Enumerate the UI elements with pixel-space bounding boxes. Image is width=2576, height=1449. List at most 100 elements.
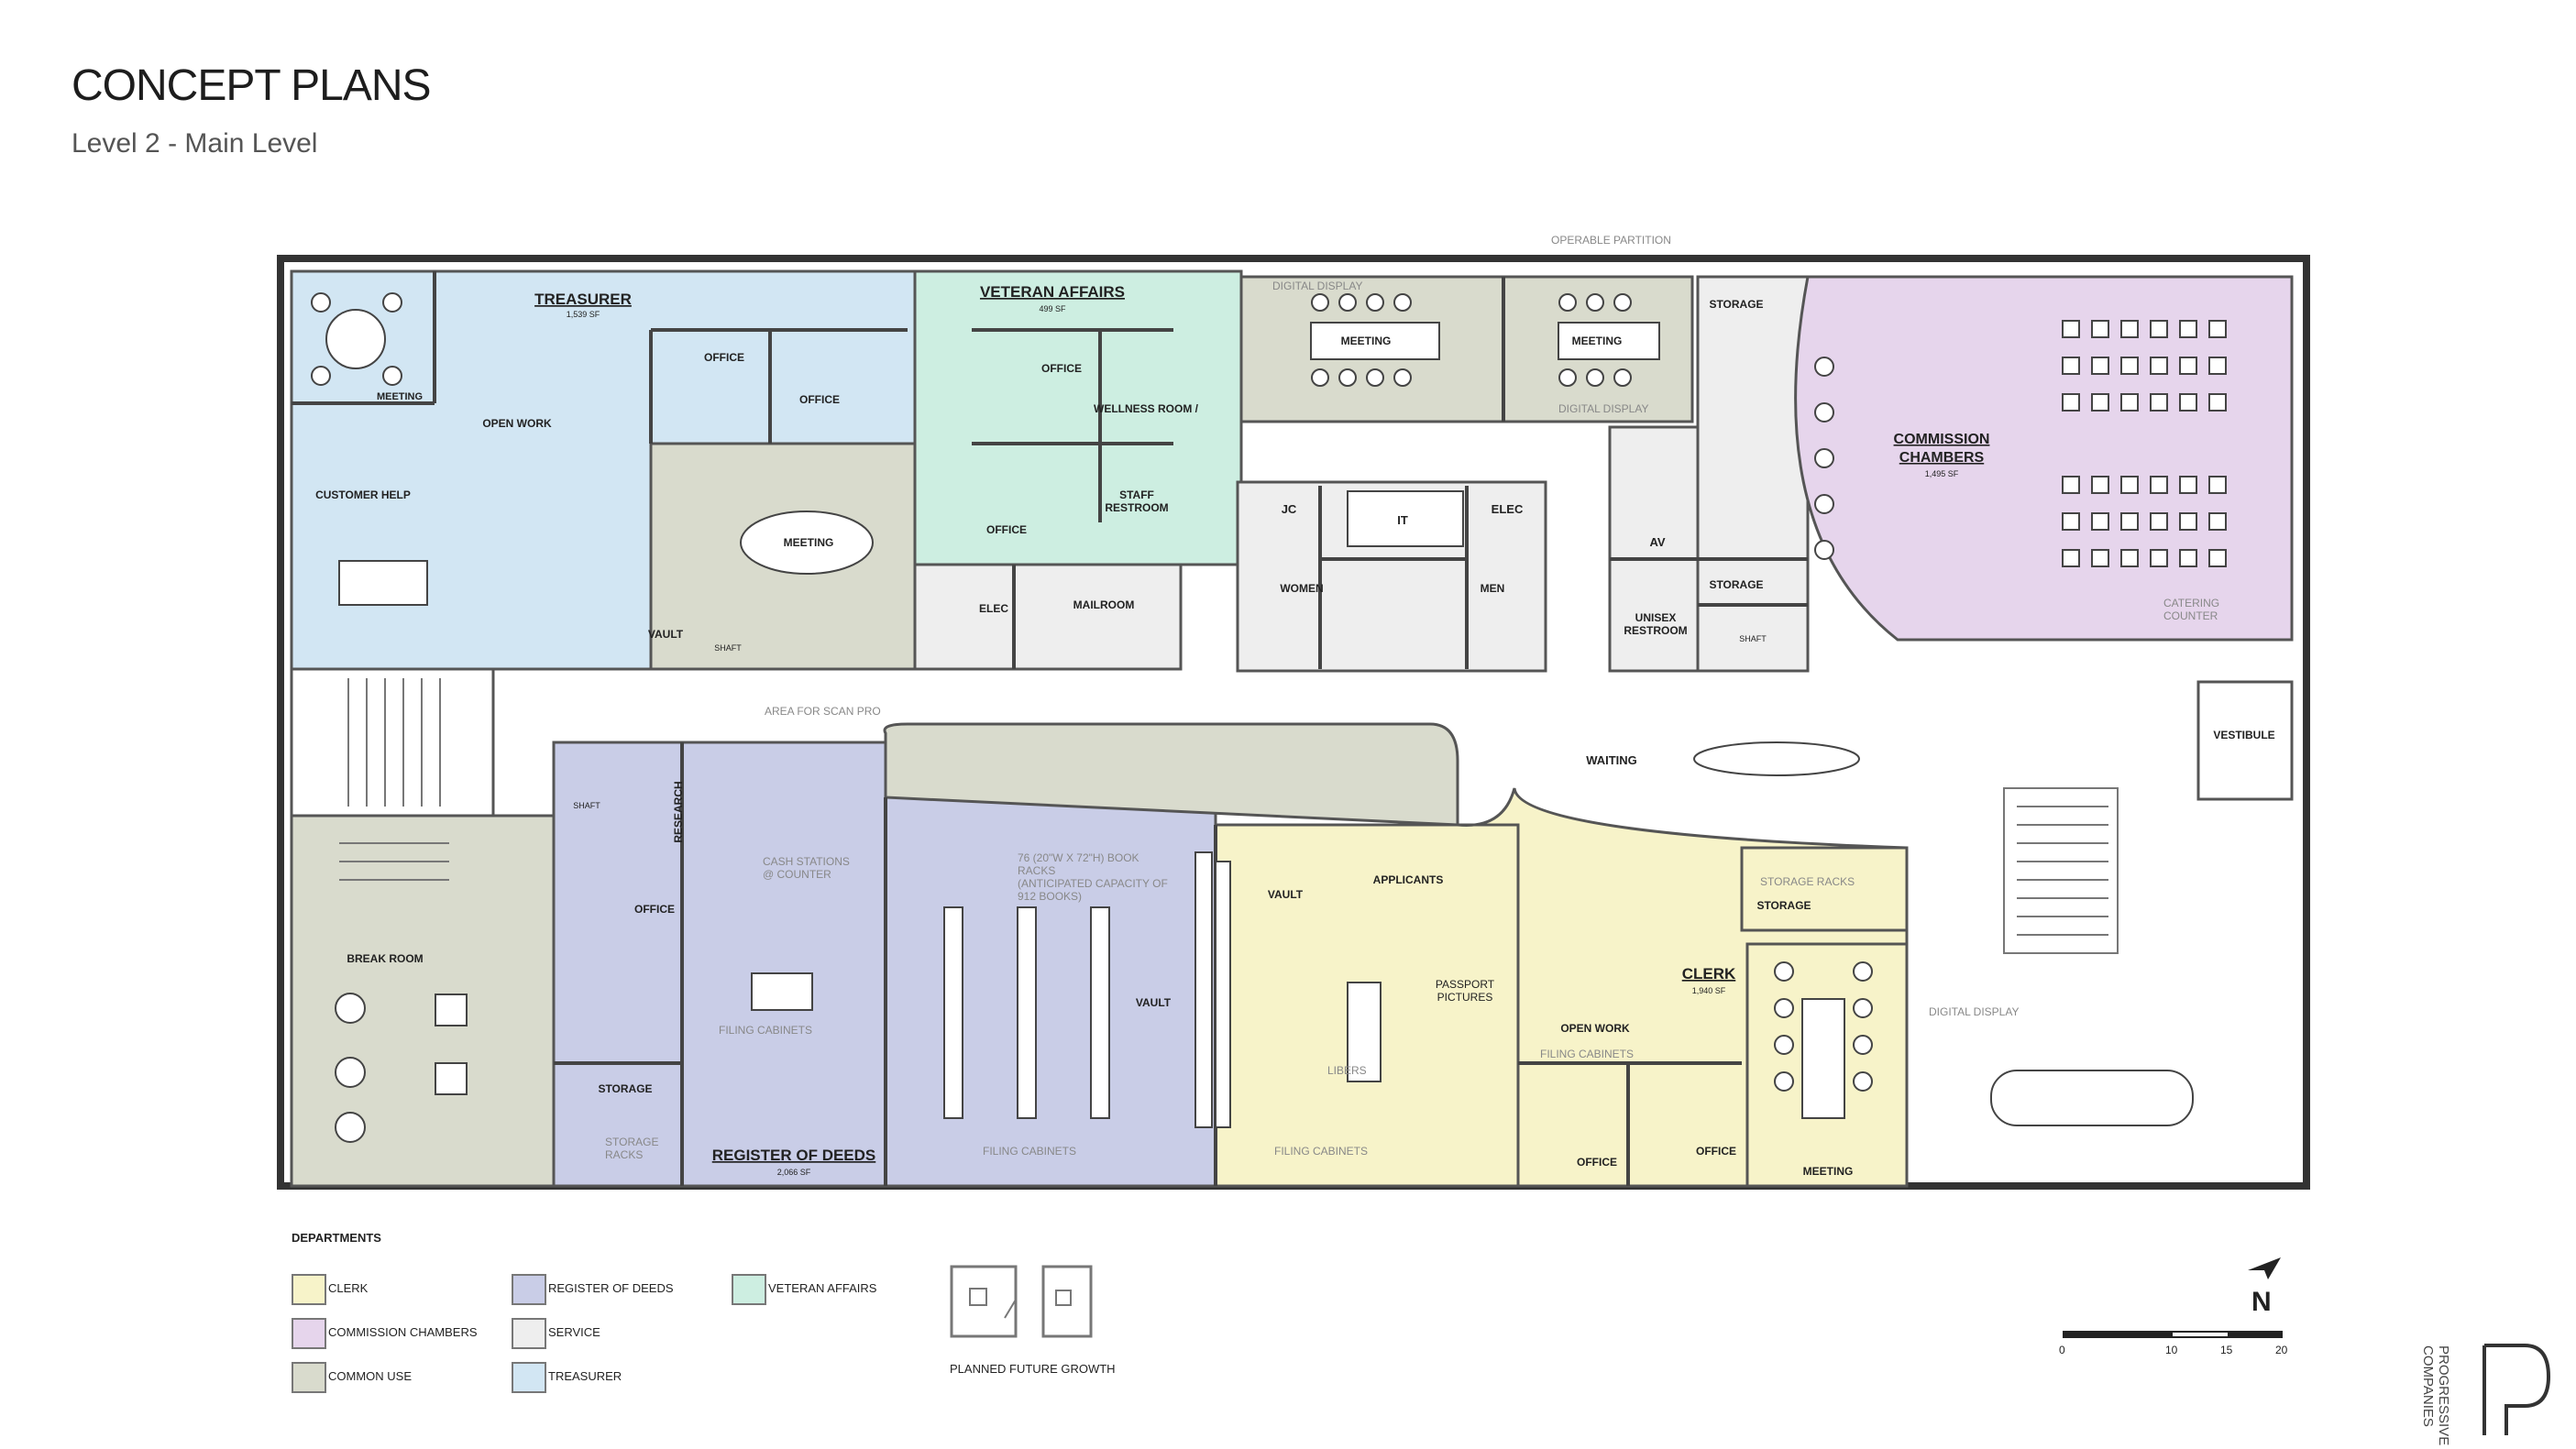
label-veteran-affairs-sf: 499 SF: [1039, 304, 1066, 313]
label-open-work-2: OPEN WORK: [1560, 1022, 1630, 1035]
label-it: IT: [1397, 513, 1408, 527]
furniture: [325, 309, 2194, 1126]
note-storage-racks-1: STORAGE: [605, 1136, 658, 1148]
scale-bar: 0 10 15 20: [2059, 1331, 2287, 1358]
label-elec-2: ELEC: [1492, 502, 1524, 516]
label-waiting: WAITING: [1586, 753, 1637, 767]
chairs: [311, 292, 1873, 1092]
zone-service-mail: [913, 563, 1183, 671]
note-scan-pro: AREA FOR SCAN PRO: [765, 705, 881, 718]
legend-swatch: [292, 1318, 326, 1349]
legend-swatch: [512, 1274, 546, 1305]
label-commission-sf: 1,495 SF: [1925, 469, 1959, 478]
zone-av: [1608, 425, 1700, 673]
company-logo: [2482, 1344, 2551, 1435]
label-open-work: OPEN WORK: [482, 417, 552, 430]
note-filing-2: FILING CABINETS: [983, 1145, 1076, 1158]
label-vestibule: VESTIBULE: [2213, 729, 2274, 741]
label-meeting-1: MEETING: [377, 391, 423, 402]
label-office-7: OFFICE: [1696, 1145, 1736, 1158]
note-filing-1: FILING CABINETS: [719, 1024, 812, 1037]
label-office-5: OFFICE: [634, 903, 675, 916]
note-catering-2: COUNTER: [2163, 609, 2218, 622]
future-growth-label: PLANNED FUTURE GROWTH: [950, 1362, 1116, 1376]
label-elec-1: ELEC: [979, 602, 1008, 615]
note-filing-3: FILING CABINETS: [1274, 1145, 1368, 1158]
note-book-4: 912 BOOKS): [1018, 890, 1082, 903]
note-cash-1: CASH STATIONS: [763, 855, 850, 868]
label-applicants: APPLICANTS: [1373, 873, 1444, 886]
stair-east: [2003, 787, 2119, 954]
zone-veteran-affairs: [913, 269, 1243, 566]
legend-swatch: [512, 1362, 546, 1393]
label-mailroom: MAILROOM: [1073, 598, 1135, 611]
label-unisex-1: UNISEX: [1635, 611, 1677, 624]
label-meeting-2: MEETING: [784, 536, 834, 549]
zone-break-room: [290, 814, 556, 1188]
note-libers: LIBERS: [1327, 1064, 1367, 1077]
label-storage-4: STORAGE: [1756, 899, 1811, 912]
label-staff-1: STAFF: [1119, 488, 1154, 501]
zone-scan-area: [883, 722, 1459, 827]
label-office-2: OFFICE: [799, 393, 840, 406]
label-wellness: WELLNESS ROOM /: [1094, 402, 1199, 415]
north-label: N: [2251, 1287, 2272, 1317]
legend-title: DEPARTMENTS: [292, 1231, 381, 1245]
label-break-room: BREAK ROOM: [347, 952, 423, 965]
note-filing-4: FILING CABINETS: [1540, 1048, 1634, 1060]
label-office-4: OFFICE: [986, 523, 1027, 536]
label-storage-1: STORAGE: [1709, 298, 1763, 311]
label-unisex-2: RESTROOM: [1624, 624, 1687, 637]
legend-swatch: [732, 1274, 766, 1305]
zone-vestibule: [2196, 680, 2294, 801]
label-passport-2: PICTURES: [1437, 991, 1493, 1004]
north-arrow-icon: [2248, 1257, 2281, 1279]
legend: CLERK COMMISSION CHAMBERS COMMON USE REG…: [292, 1267, 933, 1395]
label-register-sf: 2,066 SF: [777, 1168, 811, 1177]
page-title: CONCEPT PLANS: [72, 61, 432, 110]
label-customer-help: CUSTOMER HELP: [315, 488, 411, 501]
future-growth-icon: [950, 1265, 1093, 1338]
note-storage-racks-2: RACKS: [605, 1148, 643, 1161]
label-vault-3: VAULT: [1268, 888, 1304, 901]
label-meeting-3: MEETING: [1572, 335, 1623, 347]
label-women: WOMEN: [1280, 582, 1323, 595]
label-meeting-4: MEETING: [1341, 335, 1392, 347]
label-office-6: OFFICE: [1577, 1156, 1617, 1169]
label-storage-3: STORAGE: [598, 1082, 652, 1095]
note-book-1: 76 (20"W X 72"H) BOOK: [1018, 851, 1139, 864]
page-subtitle: Level 2 - Main Level: [72, 128, 318, 159]
note-book-2: RACKS: [1018, 864, 1055, 877]
label-meeting-5: MEETING: [1803, 1165, 1854, 1178]
book-racks: [943, 851, 1231, 1128]
label-clerk-sf: 1,940 SF: [1692, 986, 1726, 995]
legend-swatch: [292, 1362, 326, 1393]
label-office-3: OFFICE: [1041, 362, 1082, 375]
note-digital-display-3: DIGITAL DISPLAY: [1929, 1005, 2019, 1018]
chamber-seating: [2062, 320, 2227, 567]
label-shaft-1: SHAFT: [714, 643, 742, 653]
label-research: RESEARCH: [672, 781, 685, 842]
label-jc: JC: [1282, 502, 1297, 516]
legend-swatch: [292, 1274, 326, 1305]
label-shaft-2: SHAFT: [1739, 634, 1767, 643]
label-storage-2: STORAGE: [1709, 578, 1763, 591]
note-book-3: (ANTICIPATED CAPACITY OF: [1018, 877, 1168, 890]
label-veteran-affairs: VETERAN AFFAIRS: [980, 283, 1125, 301]
break-room-tables: [335, 993, 468, 1143]
label-av: AV: [1649, 535, 1665, 549]
label-commission-2: CHAMBERS: [1899, 450, 1985, 466]
label-passport-1: PASSPORT: [1436, 978, 1495, 991]
note-catering-1: CATERING: [2163, 597, 2219, 609]
note-storage-racks-3: STORAGE RACKS: [1760, 875, 1855, 888]
note-operable-partition: OPERABLE PARTITION: [1551, 234, 1671, 247]
stair-west: [339, 678, 449, 881]
zone-storage: [1696, 275, 1810, 673]
label-staff-2: RESTROOM: [1105, 501, 1168, 514]
label-office-1: OFFICE: [704, 351, 744, 364]
legend-swatch: [512, 1318, 546, 1349]
label-register-of-deeds: REGISTER OF DEEDS: [712, 1147, 876, 1164]
note-digital-display-1: DIGITAL DISPLAY: [1272, 280, 1362, 292]
